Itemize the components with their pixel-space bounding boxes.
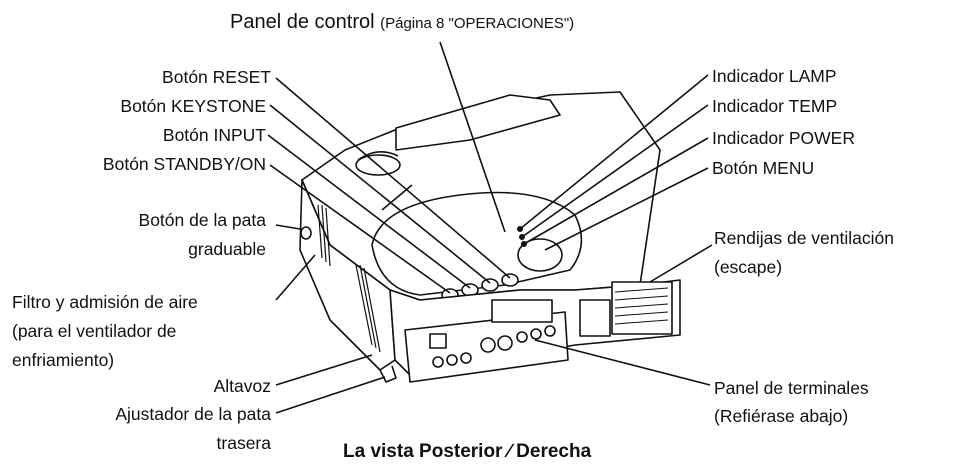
leader-menu	[544, 167, 709, 251]
leader-vent	[649, 244, 713, 283]
leader-speaker	[275, 354, 373, 386]
leader-control-panel	[439, 41, 506, 233]
label-power: Indicador POWER	[712, 128, 855, 148]
label-standby: Botón STANDBY/ON	[102, 154, 266, 174]
leader-input	[267, 134, 471, 289]
leader-keystone	[269, 104, 491, 284]
label-temp: Indicador TEMP	[712, 96, 838, 116]
label-adjustable-foot-button-2: graduable	[188, 239, 266, 259]
label-vent-1: Rendijas de ventilación	[714, 228, 894, 248]
control-panel-title: Panel de control (Página 8 "OPERACIONES"…	[230, 10, 574, 36]
label-reset: Botón RESET	[162, 67, 271, 87]
leader-rear-foot	[275, 376, 386, 414]
leader-temp	[521, 104, 709, 238]
label-adjustable-foot-button-1: Botón de la pata	[138, 210, 266, 230]
label-filter-2: (para el ventilador de	[12, 321, 177, 341]
label-rear-foot-adjuster-1: Ajustador de la pata	[115, 404, 271, 424]
label-vent-2: (escape)	[714, 257, 783, 277]
label-rear-foot-adjuster-2: trasera	[216, 433, 271, 453]
leader-filter	[275, 254, 316, 301]
label-menu: Botón MENU	[712, 158, 815, 178]
leader-foot-button	[275, 224, 301, 230]
leader-power	[523, 137, 709, 245]
leader-standby	[269, 164, 451, 294]
leader-terminal	[534, 339, 711, 386]
label-filter-1: Filtro y admisión de aire	[12, 292, 198, 312]
label-input: Botón INPUT	[162, 125, 266, 145]
figure-caption: La vista Posterior ∕ Derecha	[343, 441, 592, 462]
control-panel-label: Panel de control	[230, 11, 375, 33]
label-keystone: Botón KEYSTONE	[120, 96, 266, 116]
label-terminal-2: (Refiérase abajo)	[714, 406, 849, 426]
label-filter-3: enfriamiento)	[12, 350, 115, 370]
control-panel-reference: (Página 8 "OPERACIONES")	[380, 15, 575, 32]
label-speaker: Altavoz	[213, 376, 271, 396]
leader-reset	[275, 77, 511, 279]
label-lamp: Indicador LAMP	[712, 66, 837, 86]
leader-lamp	[519, 74, 709, 230]
label-terminal-1: Panel de terminales	[714, 378, 869, 398]
